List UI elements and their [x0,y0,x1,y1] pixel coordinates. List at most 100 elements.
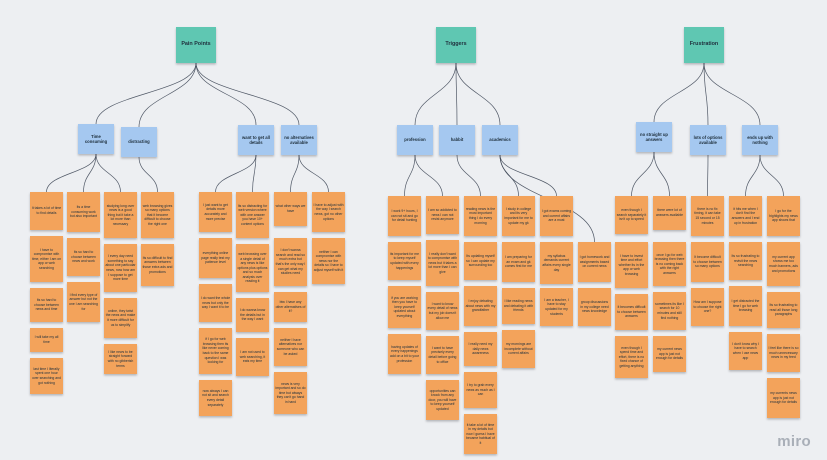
sticky-note-orange[interactable]: my syllabus demands current affairs ever… [540,242,573,284]
sticky-note-orange[interactable]: even though I search separately it isn't… [615,196,648,234]
sticky-note-orange[interactable]: if you are working then you have to keep… [388,286,421,328]
sticky-note-orange[interactable]: I do want the whole news but only the wa… [199,284,232,322]
sticky-note-orange[interactable]: it take a lot of time in my details but … [464,414,497,454]
sticky-note-orange[interactable]: what other ways we have [274,192,307,226]
connector [707,154,709,197]
sticky-note-orange[interactable]: I have to invest time and effort whether… [615,242,648,288]
sticky-note-orange[interactable]: Its a time consuming work but also impor… [67,192,100,232]
sticky-note-orange[interactable]: I don't know why I have to search when I… [729,332,762,370]
sticky-note-blue[interactable]: academics [482,125,518,155]
sticky-note-teal[interactable]: Pain Points [176,27,216,63]
sticky-note-orange[interactable]: my current news app is just not enough f… [653,336,686,372]
sticky-note-orange[interactable]: Its so frustrating to revisit the news s… [729,242,762,280]
sticky-note-orange[interactable]: there were lot of answers available [653,196,686,230]
sticky-note-orange[interactable]: I work 9+ hours, I can not sit and go fo… [388,196,421,236]
sticky-note-orange[interactable]: Its so difficult to find answers between… [141,244,174,286]
sticky-note-orange[interactable]: I am preparing for an exam and gk comes … [502,242,535,282]
sticky-note-orange[interactable]: there is no fix timing, it can take 15 s… [691,196,724,236]
sticky-note-orange[interactable]: I feel like there is so much unnecessary… [767,334,800,372]
sticky-note-orange[interactable]: I really need my daily news awareness [464,332,497,366]
sticky-note-orange[interactable]: my mornings are incomplete without curre… [502,330,535,368]
sticky-note-orange[interactable]: It takes a lot of time to find details [30,192,63,230]
sticky-note-orange[interactable]: I just want to get details more accurate… [199,192,232,232]
sticky-note-orange[interactable]: Its so distracting for web version where… [236,192,269,238]
sticky-note-orange[interactable]: I get distracted the time I go for web b… [729,286,762,326]
connector [703,62,709,126]
sticky-note-orange[interactable]: news is very important and so do time bu… [274,372,307,414]
sticky-note-orange[interactable]: btw I have any other alternatives of it? [274,292,307,322]
sticky-note-blue[interactable]: no straight up answers [636,122,672,152]
sticky-note-orange[interactable]: I every day need something to say about … [104,244,137,292]
sticky-note-blue[interactable]: Time consuming [78,124,114,154]
sticky-note-orange[interactable]: I do wanna know the details but in the w… [236,298,269,332]
sticky-note-orange[interactable]: Its updating myself so I can update my s… [464,242,497,280]
sticky-note-orange[interactable]: I don't wanna search and read so much ex… [274,238,307,286]
sticky-note-orange[interactable]: How am I suppose to choose the right one… [691,288,724,326]
sticky-note-orange[interactable]: I like news to be straight forward with … [104,344,137,374]
sticky-note-orange[interactable]: I want to have precisely every detail be… [426,336,459,374]
sticky-note-orange[interactable]: I got homework and assignments based on … [578,242,611,282]
connector [499,154,557,197]
connector [95,62,197,125]
sticky-note-blue[interactable]: want to get all details [238,125,274,155]
sticky-note-blue[interactable]: habbit [439,125,475,155]
connector [215,154,257,193]
connector [83,153,97,193]
sticky-note-orange[interactable]: my current app shows me too much banners… [767,242,800,286]
sticky-note-blue[interactable]: lots of options available [690,125,726,155]
connector [455,62,458,126]
sticky-note-orange[interactable]: opportunities can knock from any door, y… [426,380,459,420]
sticky-note-orange[interactable]: Its so hard to choose between news and w… [67,238,100,276]
sticky-note-orange[interactable]: I find every type of answer but not the … [67,282,100,322]
sticky-note-orange[interactable]: I am a teacher, I have to stay updated f… [540,288,573,326]
sticky-note-orange[interactable]: online, they twist the news and make it … [104,298,137,338]
sticky-note-orange[interactable]: I want to know every detail of news but … [426,292,459,330]
sticky-note-orange[interactable]: web browsing over a single detail of any… [236,244,269,292]
sticky-note-orange[interactable]: I got exams coming and current affairs a… [540,196,573,236]
sticky-note-orange[interactable]: I try to grab every news as much as I ca… [464,372,497,408]
sticky-note-orange[interactable]: Its so hard to choose between news and t… [30,288,63,322]
sticky-note-teal[interactable]: Triggers [436,27,476,63]
sticky-note-orange[interactable]: Its so frustrating to read all those lon… [767,292,800,328]
sticky-note-orange[interactable]: it becomes difficult to choose between a… [615,294,648,330]
sticky-note-blue[interactable]: ends up with nothing [742,125,778,155]
sticky-note-orange[interactable]: group discussions in my college need new… [578,288,611,326]
sticky-note-orange[interactable]: once I go for web browsing then there is… [653,242,686,286]
connector [414,62,457,126]
sticky-note-orange[interactable]: reading news is the most important thing… [464,196,497,236]
sticky-note-orange[interactable]: neither I have alternatives nor someone … [274,328,307,366]
connector [404,154,416,197]
sticky-note-orange[interactable]: last time I literally spent one hour ove… [30,358,63,394]
sticky-note-orange[interactable]: I have to adjust with the way I search n… [312,192,345,232]
sticky-note-orange[interactable]: I am not used to web searching, it eats … [236,338,269,376]
sticky-note-orange[interactable]: sometimes its like I search for 10 minut… [653,292,686,330]
sticky-note-orange[interactable]: even though I spend time and effort, the… [615,336,648,378]
sticky-note-orange[interactable]: neither I can compromise with news nor t… [312,238,345,284]
sticky-note-orange[interactable]: studying long over news is a good thing … [104,192,137,238]
sticky-note-orange[interactable]: everything online page really test my pa… [199,238,232,278]
sticky-note-blue[interactable]: no alternatives available [281,125,317,155]
sticky-note-orange[interactable]: I am so addicted to news I can not resis… [426,196,459,234]
sticky-note-orange[interactable]: now always I can not sit and search ever… [199,380,232,416]
sticky-note-orange[interactable]: it hits me when I don't find the answers… [729,196,762,236]
sticky-note-orange[interactable]: I like reading news and debating it with… [502,288,535,324]
sticky-note-orange[interactable]: I have to compromise with time, either I… [30,236,63,282]
sticky-note-orange[interactable]: web browsing gives so many options that … [141,192,174,238]
sticky-note-teal[interactable]: Frustration [684,27,724,63]
sticky-note-blue[interactable]: profession [397,125,433,155]
sticky-note-orange[interactable]: It become difficult to choose between so… [691,242,724,282]
sticky-note-orange[interactable]: having updates of every happenings add o… [388,334,421,374]
sticky-note-orange[interactable]: its important for me to keep myself upda… [388,242,421,280]
sticky-note-orange[interactable]: if I go for web browsing then its like n… [199,328,232,374]
sticky-note-orange[interactable]: I go for the highlights my news app show… [767,196,800,236]
sticky-note-blue[interactable]: distracting [121,127,157,157]
sticky-note-orange[interactable]: I study in college and its very importan… [502,196,535,236]
connector [195,62,300,126]
sticky-note-orange[interactable]: my currents news app is just not enough … [767,378,800,418]
sticky-note-orange[interactable]: I really don't want to compromise with n… [426,240,459,286]
sticky-note-orange[interactable]: I will take my all time [30,328,63,352]
connector [759,154,784,197]
sticky-note-orange[interactable]: I enjoy debating about news with my gran… [464,286,497,326]
